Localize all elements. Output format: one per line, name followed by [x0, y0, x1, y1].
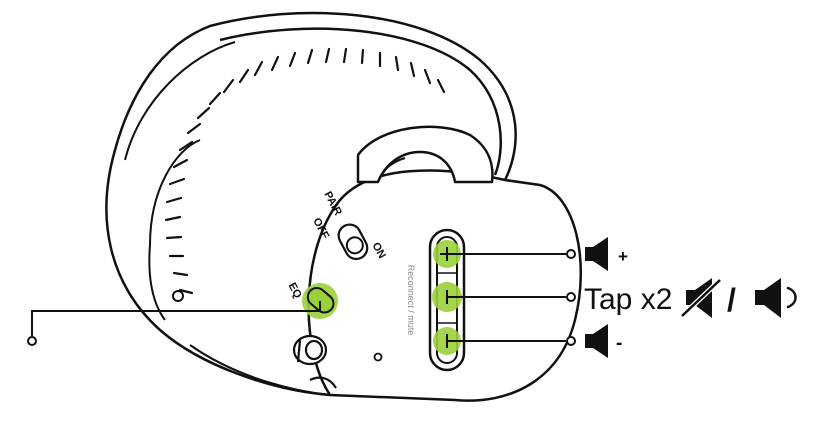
cable-clip [292, 334, 337, 389]
grille-vents [164, 47, 446, 295]
callout-lines [27, 249, 576, 346]
speaker-icon [585, 324, 608, 358]
mute-separator: / [727, 282, 736, 318]
volume-up-callout: + [585, 237, 628, 271]
volume-up-symbol: + [618, 247, 628, 266]
speaker-icon [585, 237, 608, 271]
mute-callout: Tap x2 / [584, 278, 797, 318]
speaker-body [105, 11, 582, 402]
volume-down-callout: - [585, 324, 622, 358]
indicator-dot [373, 352, 383, 362]
side-screw [172, 290, 184, 302]
speaker-sound-icon [755, 278, 797, 318]
top-handle [356, 125, 494, 184]
speaker-muted-icon [680, 278, 722, 318]
side-label: Reconnect / mute [406, 265, 416, 336]
volume-down-symbol: - [616, 333, 622, 354]
mute-callout-text: Tap x2 [584, 283, 672, 316]
